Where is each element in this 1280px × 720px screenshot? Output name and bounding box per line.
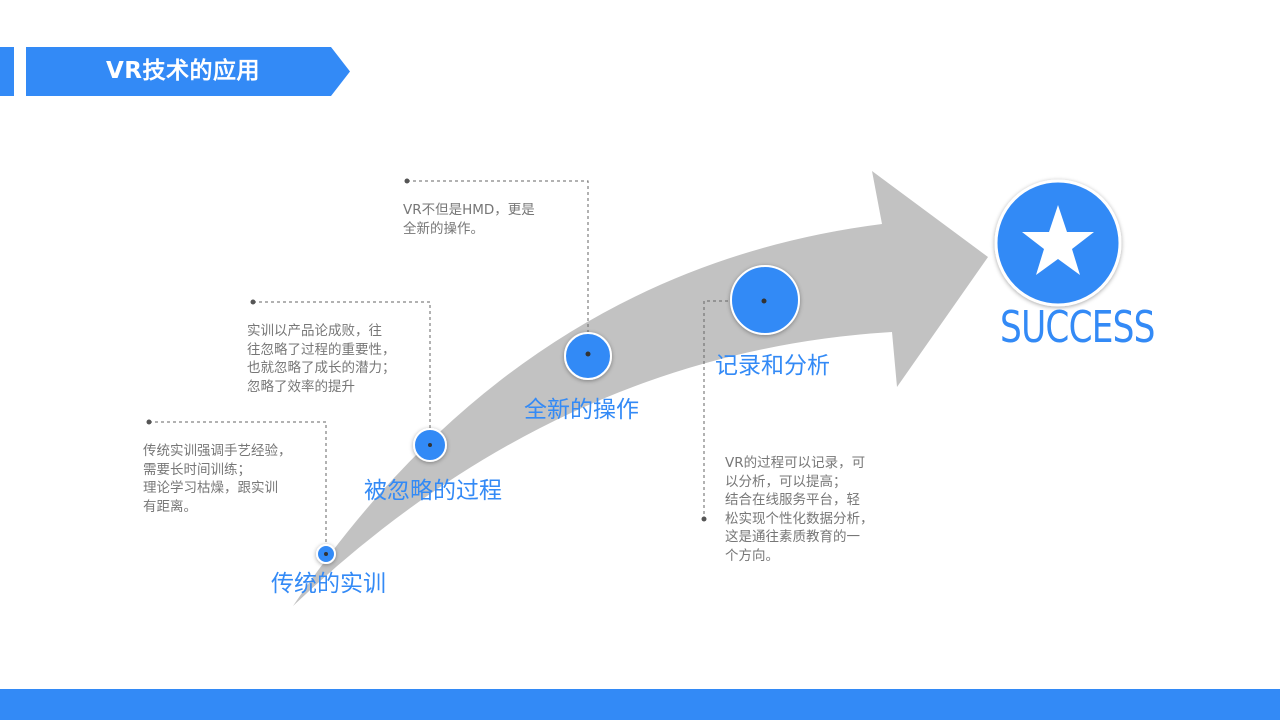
node-center-dot	[324, 552, 328, 556]
success-badge	[994, 179, 1122, 307]
growth-arrow	[293, 171, 988, 606]
node-center-dot	[428, 443, 432, 447]
node-center-dot	[761, 298, 767, 304]
success-label: SUCCESS	[1000, 302, 1155, 353]
stage-4-description: VR的过程可以记录，可 以分析，可以提高； 结合在线服务平台，轻 松实现个性化数…	[725, 455, 874, 564]
stage-4-label: 记录和分析	[715, 353, 830, 379]
node-center-dot	[585, 351, 591, 357]
leader-line-stage-2	[253, 301, 431, 445]
stage-3-label: 全新的操作	[524, 397, 639, 423]
page-title: VR技术的应用	[106, 58, 261, 84]
stage-3-description: VR不但是HMD，更是 全新的操作。	[403, 202, 535, 237]
leader-line-stage-3	[407, 180, 589, 354]
stage-2-label: 被忽略的过程	[364, 478, 502, 504]
stage-1-label: 传统的实训	[271, 571, 386, 597]
leader-dot	[701, 516, 707, 522]
stage-1-description: 传统实训强调手艺经验， 需要长时间训练； 理论学习枯燥，跟实训 有距离。	[143, 443, 292, 515]
leader-dot	[404, 178, 410, 184]
title-banner: VR技术的应用	[26, 47, 350, 96]
star-icon	[1022, 205, 1094, 275]
leader-dot	[250, 299, 256, 305]
footer-bar	[0, 689, 1280, 720]
leader-line-stage-1	[149, 421, 327, 554]
header-edge-tab	[0, 47, 14, 96]
stage-2-description: 实训以产品论成败，往 往忽略了过程的重要性， 也就忽略了成长的潜力； 忽略了效率…	[247, 323, 396, 395]
leader-dot	[146, 419, 152, 425]
